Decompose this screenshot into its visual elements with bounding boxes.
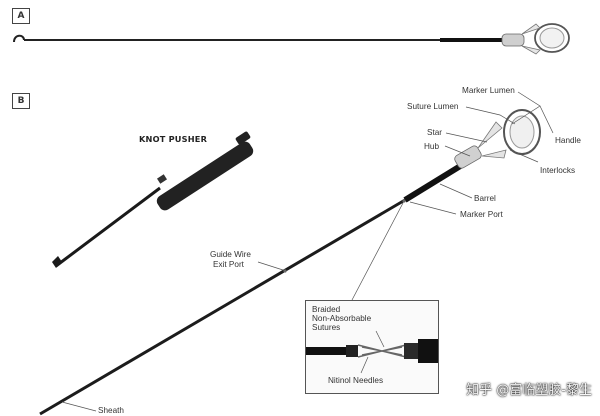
label-marker-port: Marker Port bbox=[460, 210, 503, 219]
label-hub: Hub bbox=[424, 142, 440, 151]
inset-sheath-end bbox=[404, 343, 418, 359]
label-star: Star bbox=[427, 128, 443, 137]
label-guide-wire: Guide Wire bbox=[210, 250, 251, 259]
label-sutures: Sutures bbox=[312, 323, 341, 332]
label-handle: Handle bbox=[555, 136, 581, 145]
knot-pusher-title: KNOT PUSHER bbox=[139, 134, 208, 144]
watermark: 知乎 @富临塑胶-黎生 bbox=[466, 383, 592, 398]
device-b bbox=[39, 109, 541, 416]
label-exit-port: Exit Port bbox=[213, 260, 244, 269]
handle-ring-b bbox=[503, 109, 541, 155]
label-sheath: Sheath bbox=[98, 406, 124, 415]
guide-wire-exit-port bbox=[283, 269, 287, 273]
hub-b bbox=[454, 145, 482, 169]
label-marker-lumen: Marker Lumen bbox=[462, 86, 515, 95]
sheath bbox=[39, 198, 406, 416]
needle-detail-inset bbox=[305, 300, 439, 394]
device-a bbox=[13, 23, 570, 55]
label-interlocks: Interlocks bbox=[540, 166, 576, 175]
barrel-b bbox=[403, 162, 464, 203]
panel-label-b: B bbox=[12, 93, 30, 109]
label-nitinol-needles: Nitinol Needles bbox=[328, 376, 384, 385]
hub-a bbox=[501, 33, 525, 47]
panel-label-a: A bbox=[12, 8, 30, 24]
leader-lines bbox=[61, 91, 554, 412]
handle-ring-a bbox=[534, 23, 570, 53]
marker-port bbox=[402, 199, 406, 203]
knot-pusher bbox=[52, 131, 254, 268]
guide-wire-hook bbox=[13, 34, 25, 43]
label-braided: Braided bbox=[312, 305, 341, 314]
label-barrel: Barrel bbox=[474, 194, 496, 203]
label-non-absorbable: Non-Absorbable bbox=[312, 314, 372, 323]
label-suture-lumen: Suture Lumen bbox=[407, 102, 459, 111]
